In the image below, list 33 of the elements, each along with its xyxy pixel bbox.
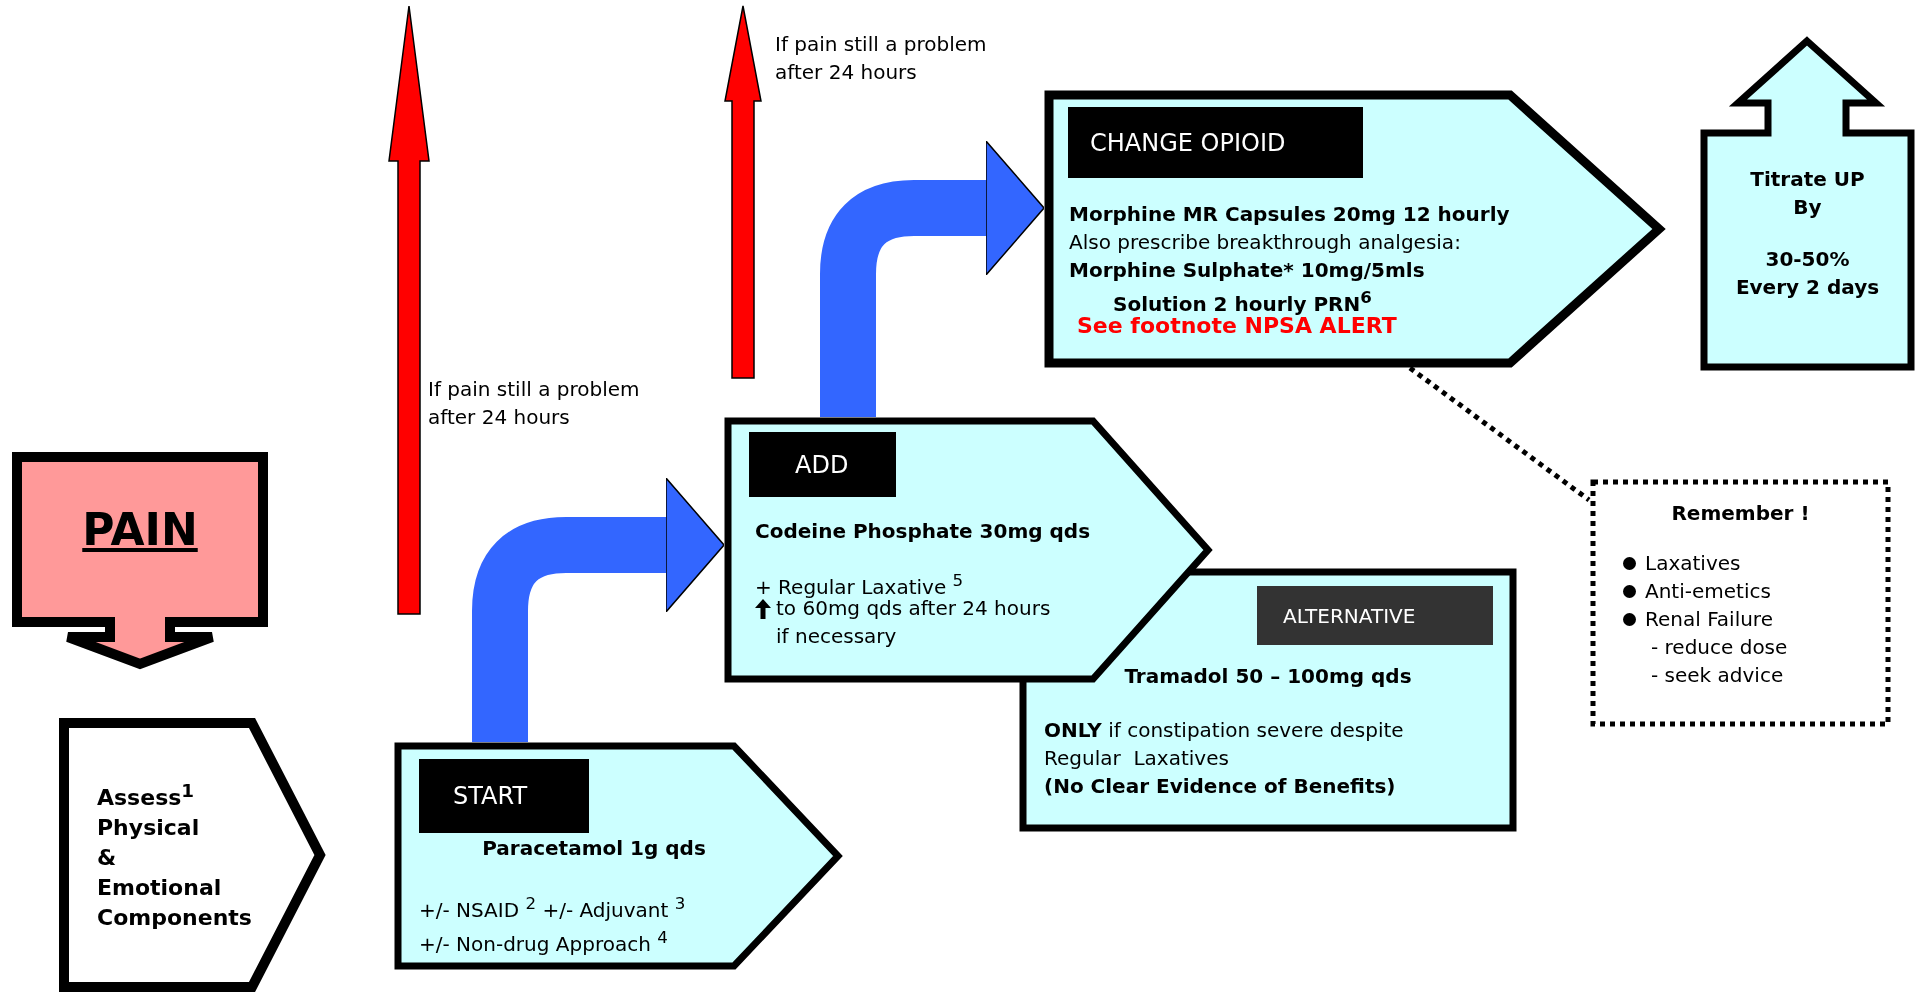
drug-dose-text: Codeine Phosphate 30mg qds [755,518,1092,545]
list-item-text: Laxatives [1645,550,1742,577]
list-item-text: - seek advice [1651,662,1785,689]
step-label: ALTERNATIVE [1257,586,1493,645]
note-box [1590,479,1891,727]
note-heading: Remember ! [1670,500,1811,527]
pentagon-arrow-box [59,718,325,992]
option-text: +/- NSAID $^{2}$ +/- Adjuvant $^{3}$ +/- Non-drug Approach $^{4}$ [419,893,687,958]
drug-dose-text: Tramadol 50 – 100mg qds [1123,663,1413,690]
note-text: (No Clear Evidence of Benefits) [1044,773,1397,800]
dotted-line [1408,366,1591,502]
instruction-text: Also prescribe breakthrough analgesia: [1069,229,1462,256]
step-label: ADD [749,432,896,497]
instruction-text: Titrate UP By [1749,166,1866,221]
drug-dose-text: Morphine Sulphate* 10mg/5mls Solution 2 hourly PRN$^{6}$ [1069,257,1426,317]
drug-dose-text: Morphine MR Capsules 20mg 12 hourly [1069,201,1511,228]
instruction-text: Assess$^{1}$ Physical & Emotional Components [97,779,253,933]
note-text: If pain still a problem after 24 hours [775,31,988,86]
note-text: If pain still a problem after 24 hours [428,376,641,431]
instruction-text: 30-50% Every 2 days [1734,246,1881,301]
list-item-text: Anti-emetics [1645,578,1772,605]
arrow-callout [12,452,268,669]
list-item-text: - reduce dose [1651,634,1789,661]
instruction-text: + Regular Laxative $^{5}$ [755,570,965,600]
pentagon-arrow-box [394,742,842,970]
drug-dose-text: Paracetamol 1g qds [481,835,707,862]
condition-text: ONLY if constipation severe despite Regular Laxatives [1044,717,1405,772]
list-item-text: Renal Failure [1645,606,1774,633]
step-label: START [419,759,589,833]
up-arrow-box [1700,37,1915,371]
pentagon-arrow-box [1044,90,1664,368]
title-text: PAIN [81,504,199,556]
step-label: CHANGE OPIOID [1068,107,1363,178]
